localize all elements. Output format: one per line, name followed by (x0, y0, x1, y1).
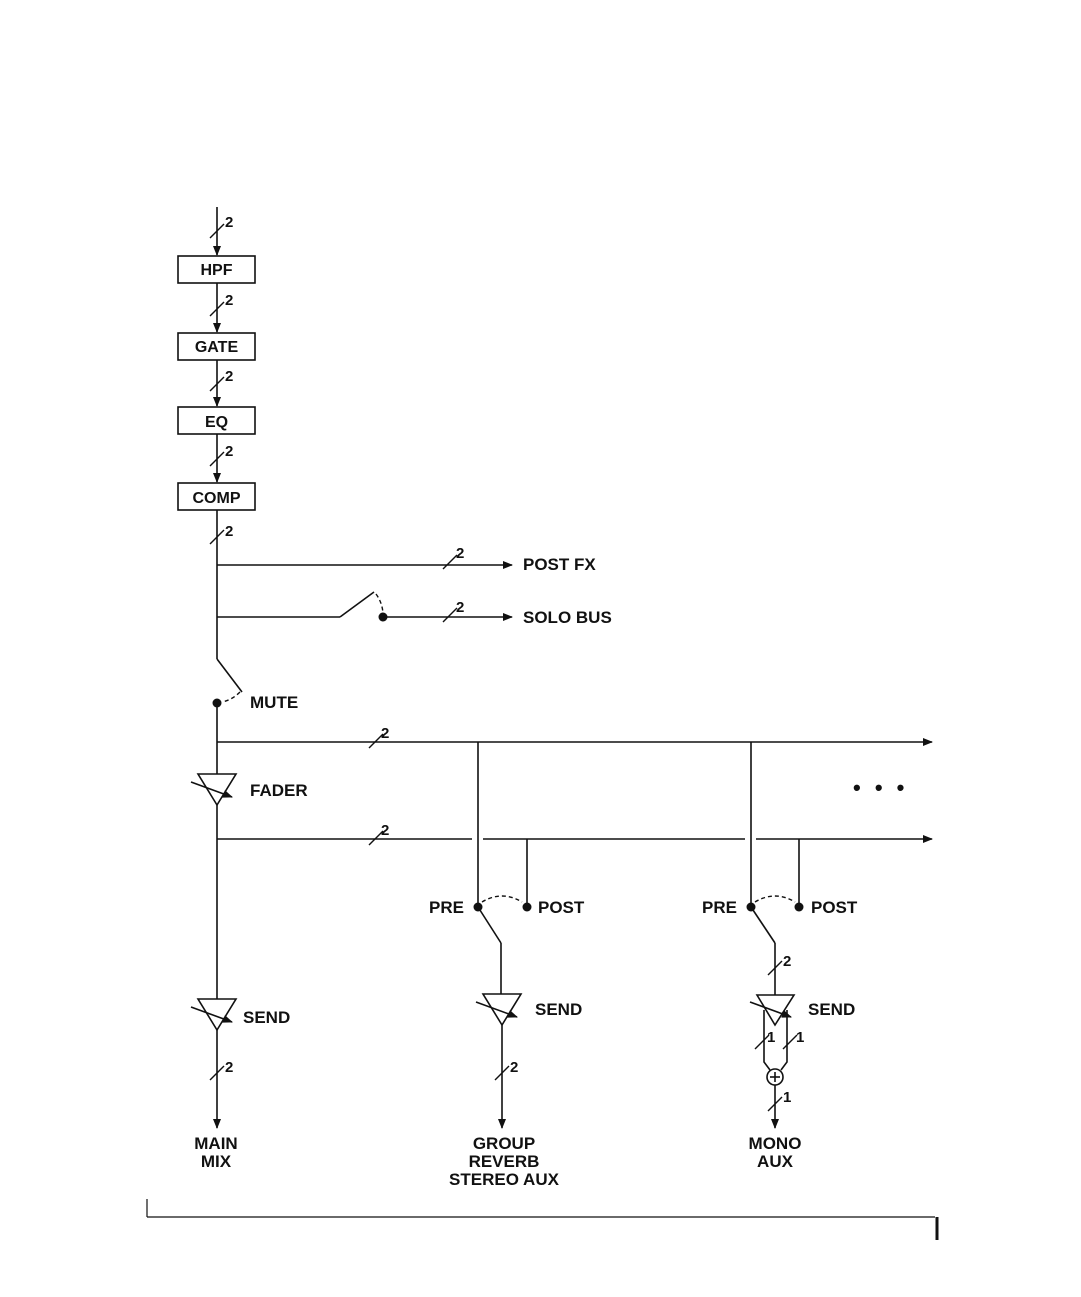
mute-switch-link (222, 692, 240, 702)
channel-count-label: 2 (381, 822, 389, 839)
mute-switch: MUTE (213, 659, 299, 712)
main-mix-label-line-2: MIX (201, 1152, 232, 1171)
send-label: SEND (243, 1008, 290, 1027)
channel-count-label: 2 (225, 368, 233, 385)
channel-count-label: 2 (225, 523, 233, 540)
channel-count-label: 2 (456, 599, 464, 616)
pre-post-switch-blade (751, 907, 775, 943)
fader-label: FADER (250, 781, 308, 800)
fader-amplifier-icon (198, 774, 236, 805)
channel-count-label: 2 (225, 443, 233, 460)
stereo-aux-label-line-1: GROUP (473, 1134, 535, 1153)
post-fx-label: POST FX (523, 555, 596, 574)
post-contact (523, 903, 532, 912)
hpf-label: HPF (201, 262, 233, 279)
post-label: POST (811, 898, 858, 917)
solo-bus-branch: 2 SOLO BUS (217, 592, 612, 627)
solo-bus-label: SOLO BUS (523, 608, 612, 627)
pre-fader-bus: 2 (217, 725, 932, 748)
channel-count-label: 2 (225, 1059, 233, 1076)
stereo-aux-label-line-2: REVERB (469, 1152, 540, 1171)
solo-switch-link (376, 594, 383, 613)
pre-post-selector-link (482, 896, 522, 902)
channel-count-tick (443, 608, 457, 622)
input-chain: 2 HPF 2 GATE 2 EQ 2 COMP 2 (178, 207, 255, 659)
post-fx-branch: 2 POST FX (217, 545, 596, 574)
post-fader-bus: 2 (217, 822, 932, 845)
channel-count-label: 1 (796, 1029, 804, 1046)
solo-switch-blade (340, 592, 374, 617)
mono-aux-label-line-2: AUX (757, 1152, 794, 1171)
post-label: POST (538, 898, 585, 917)
channel-count-tick (783, 1035, 797, 1049)
post-contact (795, 903, 804, 912)
channel-count-label: 1 (767, 1029, 775, 1046)
channel-count-label: 2 (510, 1059, 518, 1076)
pre-label: PRE (702, 898, 737, 917)
send-label: SEND (808, 1000, 855, 1019)
channel-count-label: 2 (225, 214, 233, 231)
send-amplifier-icon (483, 994, 521, 1025)
send-amplifier-icon (198, 999, 236, 1030)
stereo-aux-label-line-3: STEREO AUX (449, 1170, 560, 1189)
channel-count-label: 2 (456, 545, 464, 562)
gate-label: GATE (195, 339, 239, 356)
pre-post-switch-blade (478, 907, 501, 943)
channel-count-tick (443, 555, 457, 569)
channel-count-label: 1 (783, 1089, 791, 1106)
mono-aux-send: PRE POST 2 SEND 1 1 1 MONO AUX (702, 742, 858, 1171)
right-mono-leg (781, 1010, 787, 1070)
comp-label: COMP (193, 490, 241, 507)
mute-switch-blade (217, 659, 242, 692)
main-mix-send: SEND 2 MAIN MIX (191, 999, 290, 1171)
send-amplifier-icon (757, 995, 794, 1025)
send-label: SEND (535, 1000, 582, 1019)
page-footer-rule (147, 1199, 937, 1240)
channel-count-label: 2 (381, 725, 389, 742)
mute-label: MUTE (250, 693, 298, 712)
pre-label: PRE (429, 898, 464, 917)
channel-count-label: 2 (225, 292, 233, 309)
stereo-aux-send: PRE POST SEND 2 GROUP REVERB STEREO AUX (429, 742, 585, 1189)
fader: FADER (191, 774, 308, 805)
eq-label: EQ (205, 414, 228, 431)
mono-aux-label-line-1: MONO (749, 1134, 802, 1153)
channel-count-label: 2 (783, 953, 791, 970)
continuation-ellipsis: • • • (853, 775, 908, 800)
main-mix-label-line-1: MAIN (194, 1134, 237, 1153)
pre-post-selector-link (755, 896, 795, 902)
